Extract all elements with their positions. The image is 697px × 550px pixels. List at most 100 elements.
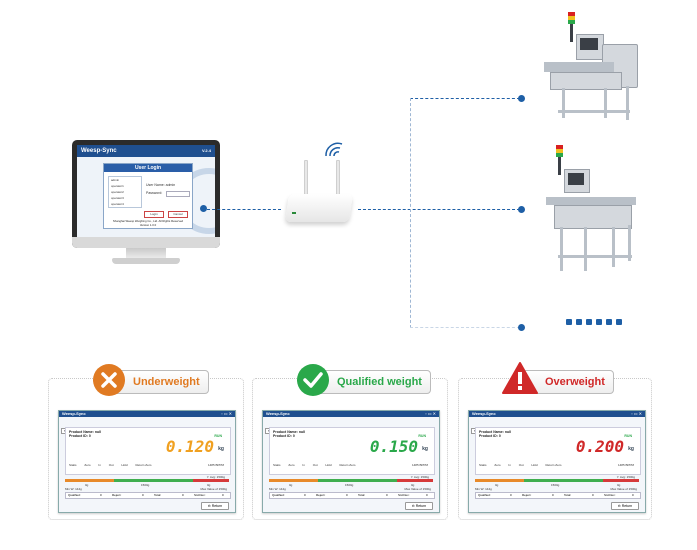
weight-value: 0.120 (165, 437, 214, 456)
scale-mid-label: 1500g (141, 483, 150, 487)
window-controls-icon[interactable]: ▫ ▭ ✕ (631, 411, 642, 416)
min-label: Min W: 144g (65, 487, 82, 491)
status-label: Zero (288, 463, 295, 467)
list-item[interactable]: operator1 (111, 184, 124, 188)
list-item[interactable]: operator2 (111, 190, 124, 194)
speed-value: 1485 (207, 463, 215, 467)
x-circle-icon (93, 364, 125, 396)
status-label: Hold (121, 463, 128, 467)
status-label: In (302, 463, 305, 467)
min-label: Min W: 144g (475, 487, 492, 491)
total-label: Total: (358, 493, 366, 497)
checkweigher-machine-2 (540, 145, 640, 275)
window-controls-icon[interactable]: ▫ ▭ ✕ (425, 411, 436, 416)
app-title-bar: Weesp-Sync V.2.4 (77, 145, 215, 157)
weighing-screen: Weesp-Sync ▫ ▭ ✕ Set-up Query Administra… (58, 410, 236, 513)
monitor-base (112, 258, 180, 264)
computer-monitor: Weesp-Sync V.2.4 User Login admin operat… (72, 140, 220, 248)
app-name: Weesp-Sync (81, 148, 117, 154)
stddev-label: Std.Dev: (398, 493, 410, 497)
run-indicator: RUN (214, 434, 222, 438)
product-id: Product ID: 0 (479, 434, 501, 438)
return-button[interactable]: ⊖ Return (201, 502, 229, 510)
status-label: Return Zero (135, 463, 152, 467)
status-label: In (98, 463, 101, 467)
scale-low-label: 0g (289, 483, 293, 487)
login-button[interactable]: Login (144, 211, 164, 218)
list-item[interactable]: admin (111, 178, 120, 182)
list-item[interactable]: operator4 (111, 202, 124, 206)
stddev-label: Std.Dev: (604, 493, 616, 497)
range-row: Min W: 144g Max Value of 1500g (65, 487, 229, 491)
scale-high-label: 0g (207, 483, 211, 487)
status-label: Statis (273, 463, 281, 467)
scale-high-label: 0g (411, 483, 415, 487)
weight-scale-bar (65, 479, 229, 482)
weight-display: Product Name: null Product ID: 0 RUN 0.1… (65, 427, 231, 475)
weight-unit: kg (218, 446, 224, 452)
router-led-icon (292, 212, 296, 214)
password-label: Password: (146, 191, 163, 195)
window-controls-icon[interactable]: ▫ ▭ ✕ (221, 411, 232, 416)
speed-readout: 1485 BPPM (618, 463, 634, 467)
total-count: 0 (182, 493, 184, 497)
list-item[interactable]: operator3 (111, 196, 124, 200)
return-button[interactable]: ⊖ Return (611, 502, 639, 510)
speed-readout: 1485 BPPM (412, 463, 428, 467)
check-circle-icon (297, 364, 329, 396)
username-label: User Name: admin (146, 183, 176, 187)
return-label: Return (415, 504, 427, 508)
scale-low-label: 0g (85, 483, 89, 487)
qualified-label: Qualified: (272, 493, 285, 497)
return-button[interactable]: ⊖ Return (405, 502, 433, 510)
weight-scale-bar (269, 479, 433, 482)
footer-version: Version 1.0.0 (139, 223, 157, 227)
wifi-router (285, 194, 353, 222)
min-label: Min W: 144g (269, 487, 286, 491)
stddev-label: Std.Dev: (194, 493, 206, 497)
connection-dot (518, 206, 525, 213)
reject-count: 0 (142, 493, 144, 497)
connection-line (410, 98, 520, 99)
average-label: Y. Avg: 1500g (410, 475, 429, 479)
status-badge: Underweight (104, 370, 209, 394)
qualified-count: 0 (100, 493, 102, 497)
return-label: Return (621, 504, 633, 508)
checkweigher-machine-1 (540, 12, 640, 122)
connection-line (207, 209, 281, 210)
total-label: Total: (154, 493, 162, 497)
weighing-screen: Weesp-Sync ▫ ▭ ✕ Set-up Query Administra… (468, 410, 646, 513)
app-version: V.2.4 (202, 148, 211, 153)
count-row: Qualified: 0 Reject: 0 Total: 0 Std.Dev:… (475, 492, 641, 499)
stddev-value: 0 (632, 493, 634, 497)
status-label: In (508, 463, 511, 467)
speed-unit: BPPM (419, 463, 428, 467)
login-screen: Weesp-Sync V.2.4 User Login admin operat… (77, 145, 215, 237)
cancel-button[interactable]: Cancel (168, 211, 188, 218)
monitor-chin (72, 237, 220, 248)
status-label: Out (518, 463, 524, 467)
average-label: Y. Avg: 1500g (206, 475, 225, 479)
connection-dot (518, 95, 525, 102)
scale-mid-label: 1500g (551, 483, 560, 487)
connection-line (358, 209, 520, 210)
status-label: Qualified weight (337, 376, 422, 388)
return-label: Return (211, 504, 223, 508)
count-row: Qualified: 0 Reject: 0 Total: 0 Std.Dev:… (65, 492, 231, 499)
user-list[interactable]: admin operator1 operator2 operator3 oper… (108, 176, 142, 208)
status-label: Statis (69, 463, 77, 467)
status-label: Underweight (133, 376, 200, 388)
screen-title-bar: Weesp-Sync ▫ ▭ ✕ (469, 411, 645, 417)
wifi-signal-icon (325, 142, 343, 157)
run-indicator: RUN (418, 434, 426, 438)
stddev-value: 0 (222, 493, 224, 497)
weighing-screen: Weesp-Sync ▫ ▭ ✕ Set-up Query Administra… (262, 410, 440, 513)
status-label: Hold (531, 463, 538, 467)
reject-label: Reject: (316, 493, 326, 497)
qualified-label: Qualified: (478, 493, 491, 497)
reject-count: 0 (552, 493, 554, 497)
login-footer: Shanghai Weesp Weighing Co., Ltd. All Ri… (108, 219, 188, 227)
password-input[interactable] (166, 191, 190, 197)
status-label: Out (108, 463, 114, 467)
status-label: Out (312, 463, 318, 467)
